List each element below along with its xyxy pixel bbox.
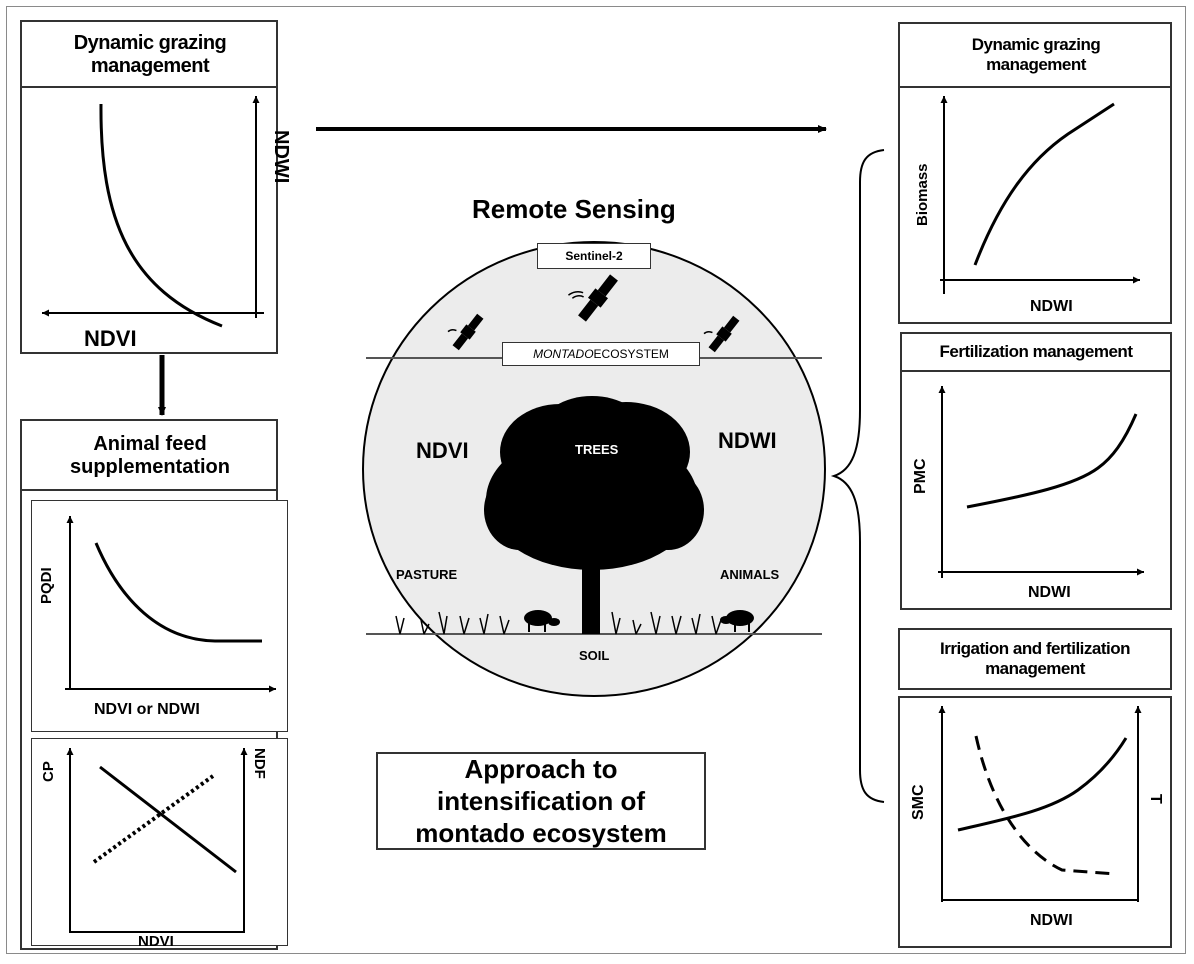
biomass-curve xyxy=(973,102,1115,266)
approach-text: Approach to intensification of montado e… xyxy=(415,754,667,848)
tree-icon xyxy=(484,396,704,634)
cp-line xyxy=(99,765,237,874)
approach-box xyxy=(376,752,706,850)
pqdi-plot xyxy=(65,516,276,693)
pmc-ylabel: PMC xyxy=(912,458,929,494)
biomass-xlabel: NDWI xyxy=(1030,298,1073,315)
left-grazing-title: Dynamic grazing management xyxy=(73,32,227,77)
pasture-label: PASTURE xyxy=(396,567,458,582)
pqdi-xlabel: NDVI or NDWI xyxy=(94,701,200,718)
ndf-ylabel-right: NDF xyxy=(251,748,268,779)
smc-xlabel: NDWI xyxy=(1030,912,1073,929)
fert-title: Fertilization management xyxy=(939,342,1133,361)
left-grazing-plot xyxy=(42,96,264,328)
pqdi-curve xyxy=(94,542,262,643)
left-grazing-chart xyxy=(20,86,278,354)
smc-plot xyxy=(938,706,1142,902)
sentinel-box xyxy=(537,243,651,269)
pmc-chart xyxy=(900,370,1172,610)
circle-ndwi: NDWI xyxy=(718,428,777,453)
satellite-icon-left xyxy=(447,313,484,351)
irrig-title-box xyxy=(898,628,1172,690)
curly-brace xyxy=(830,149,885,803)
smc-ylabel: SMC xyxy=(910,784,927,820)
feed-title: Animal feed supplementation xyxy=(69,433,230,478)
cp-ylabel-left: CP xyxy=(40,761,57,782)
t-curve xyxy=(974,735,1117,876)
ecosystem-italic: MONTADO xyxy=(533,347,594,361)
smc-chart xyxy=(898,696,1172,948)
satellite-icon-center xyxy=(567,274,618,322)
left-grazing-xlabel: NDVI xyxy=(84,326,137,351)
ecosystem-rest: ECOSYSTEM xyxy=(593,347,669,361)
right-grazing-title-box xyxy=(898,22,1172,88)
left-grazing-ylabel: NDWI xyxy=(270,130,292,184)
cp-chart xyxy=(31,738,288,946)
remote-sensing-title: Remote Sensing xyxy=(472,194,676,224)
ndf-line xyxy=(92,774,215,864)
animal-icon-left xyxy=(524,610,560,632)
t-ylabel: T xyxy=(1147,794,1164,804)
grass-icons xyxy=(395,611,722,635)
irrig-title: Irrigation and fertilization management xyxy=(939,639,1131,678)
cp-plot xyxy=(66,748,248,933)
ecosystem-box xyxy=(502,342,700,366)
sentinel-label: Sentinel-2 xyxy=(565,249,623,263)
right-grazing-title: Dynamic grazing management xyxy=(971,35,1101,74)
pmc-xlabel: NDWI xyxy=(1028,584,1071,601)
pqdi-chart xyxy=(31,500,288,732)
left-grazing-curve xyxy=(99,103,223,328)
animals-label: ANIMALS xyxy=(720,567,780,582)
trees-label: TREES xyxy=(575,442,619,457)
animal-icon-right xyxy=(720,610,754,632)
smc-curve xyxy=(957,737,1128,832)
biomass-plot xyxy=(940,96,1140,294)
pqdi-ylabel: PQDI xyxy=(38,567,55,604)
ecosystem-label: MONTADO ECOSYSTEM xyxy=(502,342,700,366)
pmc-curve xyxy=(966,413,1138,509)
pmc-plot xyxy=(938,386,1144,578)
soil-label: SOIL xyxy=(579,648,610,663)
biomass-ylabel: Biomass xyxy=(914,163,931,226)
satellite-icon-right xyxy=(703,315,740,353)
outer-frame xyxy=(6,6,1186,954)
circle-ndvi: NDVI xyxy=(416,438,469,463)
feed-divider xyxy=(20,489,278,491)
cp-xlabel: NDVI xyxy=(138,933,174,950)
